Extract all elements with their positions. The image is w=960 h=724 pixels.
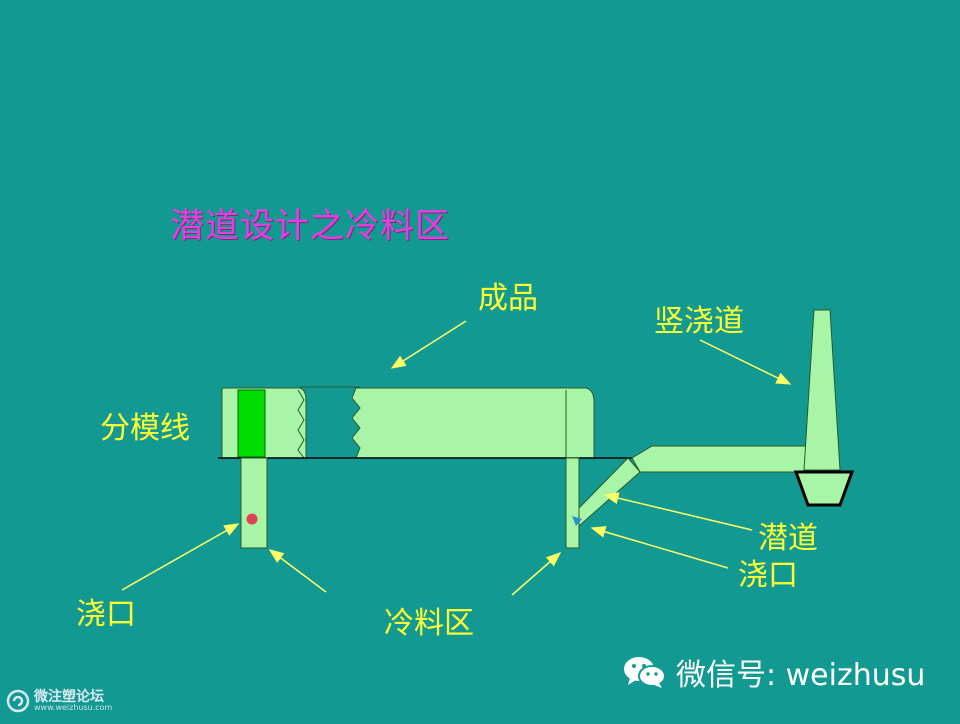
arrow-product [390, 320, 467, 369]
arrow-cold-slug-left [268, 549, 327, 593]
sub-gate-channel [578, 457, 641, 528]
break-line-left [297, 389, 305, 459]
label-cold-slug: 冷料区 [384, 606, 474, 641]
wechat-icon [624, 657, 666, 688]
wechat-id-text: 微信号: weizhusu [676, 658, 926, 693]
forum-text-block: 微注塑论坛 www.weizhusu.com [34, 690, 112, 712]
label-gate-right: 浇口 [738, 558, 798, 593]
label-gate-left: 浇口 [76, 597, 136, 632]
cold-slug-well-left [240, 457, 268, 549]
gate-point-left [246, 513, 258, 525]
sprue-bushing [793, 470, 855, 507]
forum-name: 微注塑论坛 [34, 689, 104, 705]
forum-url: www.weizhusu.com [34, 703, 113, 712]
forum-watermark: 微注塑论坛 www.weizhusu.com [6, 686, 112, 716]
label-parting-line: 分模线 [100, 411, 190, 446]
arrow-gate-right [590, 526, 729, 569]
arrow-gate-left [121, 523, 240, 591]
label-sub-gate: 潜道 [758, 521, 818, 556]
label-product: 成品 [478, 281, 538, 316]
forum-logo-icon [6, 689, 30, 713]
arrow-sprue [699, 339, 792, 385]
arrow-cold-slug-right [511, 552, 562, 596]
gate-marker-block [237, 389, 266, 458]
runner [631, 445, 809, 473]
cold-slug-well-right [565, 457, 580, 549]
gate-tip [572, 516, 582, 526]
diagram-title: 潜道设计之冷料区 [170, 206, 450, 246]
arrow-sub-gate [603, 492, 753, 531]
sprue [803, 309, 841, 471]
label-sprue: 竖浇道 [654, 304, 744, 339]
product-right-section [351, 387, 595, 459]
wechat-watermark: 微信号: weizhusu [622, 654, 925, 693]
